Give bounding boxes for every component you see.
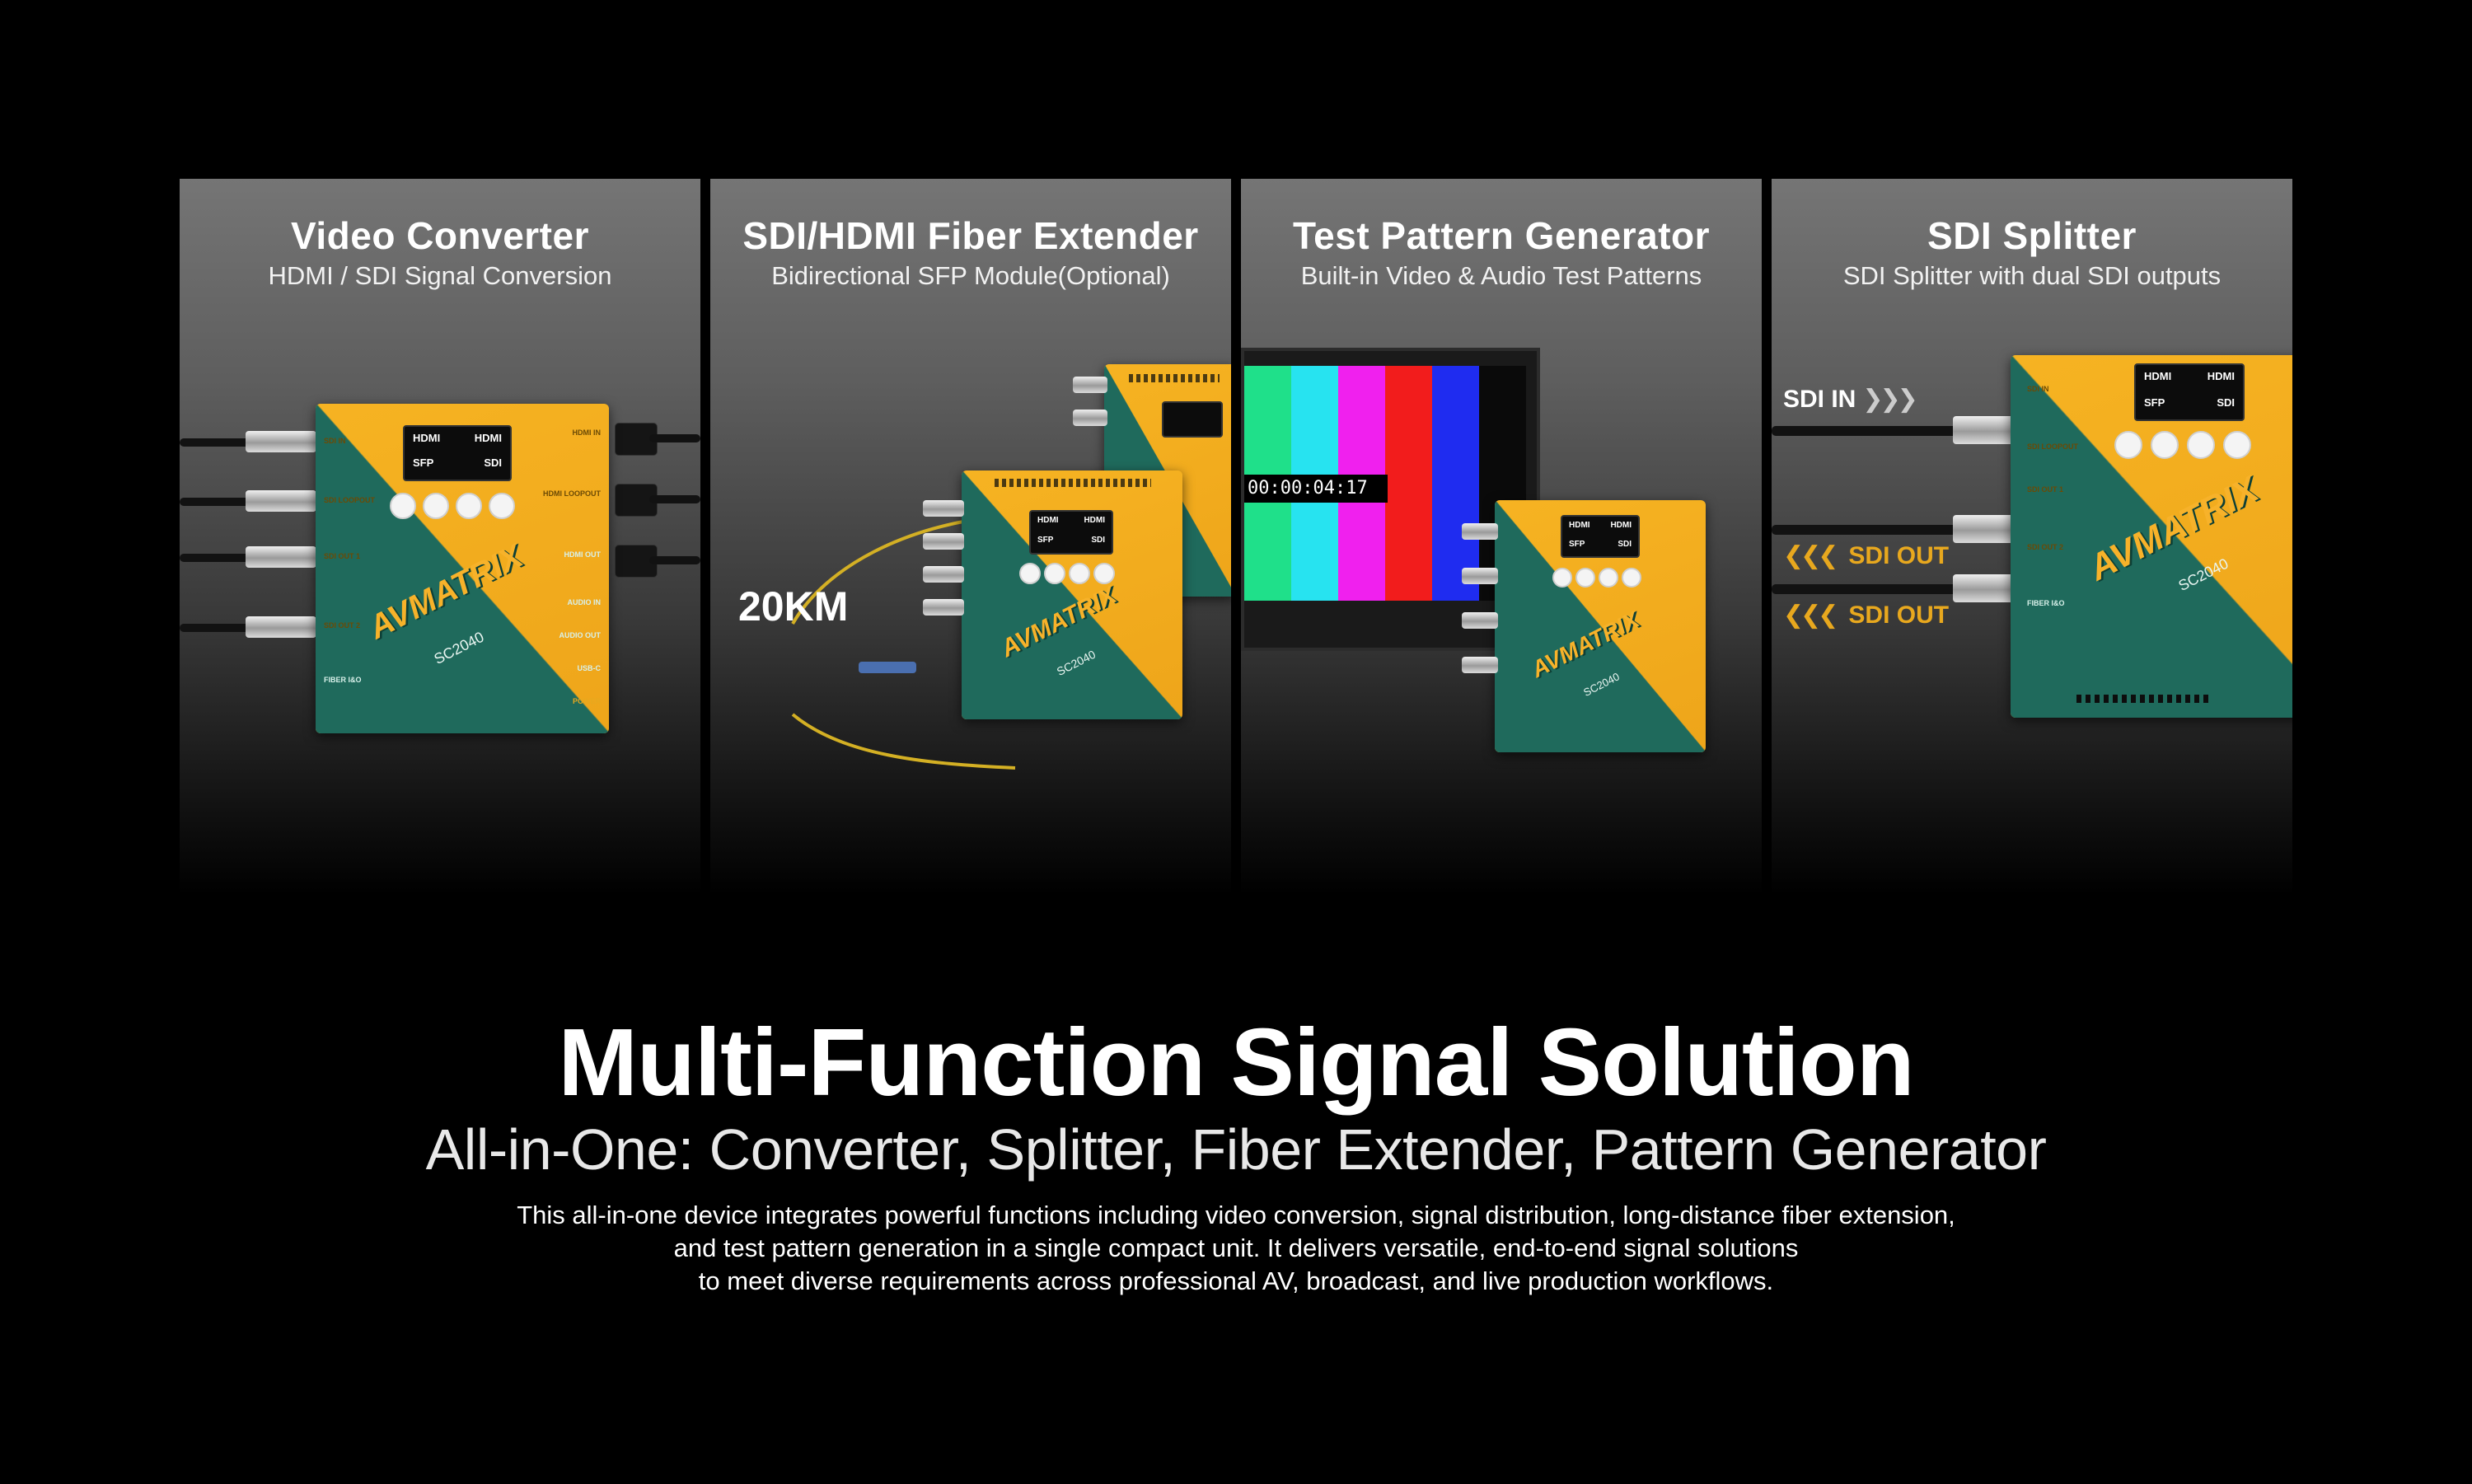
bnc-connector — [923, 533, 964, 550]
subheadline: All-in-One: Converter, Splitter, Fiber E… — [425, 1117, 2047, 1182]
sdi-cable — [180, 438, 262, 447]
arrow-right-icon: ❯❯❯ — [1862, 386, 1917, 413]
sdi-out-label: ❮❮❮SDI OUT — [1783, 542, 1950, 569]
hdmi-cable — [649, 434, 700, 442]
panel-fiber-extender: SDI/HDMI Fiber Extender Bidirectional SF… — [710, 179, 1231, 896]
device-sc2040: HDMI HDMI SFP SDI AVMATRIX SC2040 — [962, 470, 1182, 719]
description-line: to meet diverse requirements across prof… — [698, 1266, 1774, 1295]
sdi-cable — [1772, 525, 2002, 535]
device-sc2040: HDMI HDMI SFP SDI SDI IN SDI LOOPOUT SDI… — [2011, 355, 2292, 718]
bnc-connector — [246, 616, 316, 638]
panel-sdi-splitter: SDI Splitter SDI Splitter with dual SDI … — [1772, 179, 2292, 896]
panel-title: SDI Splitter — [1927, 214, 2137, 257]
panel-video-converter: Video Converter HDMI / SDI Signal Conver… — [180, 179, 700, 896]
headline: Multi-Function Signal Solution — [558, 1009, 1914, 1116]
arrow-left-icon: ❮❮❮ — [1783, 542, 1838, 569]
panel-subtitle: SDI Splitter with dual SDI outputs — [1842, 261, 2222, 290]
up-button[interactable] — [1575, 568, 1595, 588]
down-button[interactable] — [1599, 568, 1618, 588]
panel-title: Test Pattern Generator — [1292, 214, 1711, 257]
device-sc2040: HDMI HDMI SFP SDI AVMATRIX SC2040 — [1495, 500, 1706, 752]
device-screen: HDMI HDMI SFP SDI — [1029, 510, 1113, 555]
sdi-cable — [1772, 584, 2002, 594]
bnc-connector — [923, 500, 964, 517]
sdi-in-label: SDI IN❯❯❯ — [1783, 386, 1918, 413]
bnc-connector — [1462, 612, 1498, 629]
distance-label: 20KM — [738, 583, 849, 630]
device-screen: HDMI HDMI SFP SDI — [1561, 515, 1640, 558]
device-screen: HDMI HDMI SFP SDI — [403, 425, 512, 481]
sdi-cable — [180, 624, 262, 632]
sdi-out-label: ❮❮❮SDI OUT — [1783, 602, 1950, 629]
panel-subtitle: Bidirectional SFP Module(Optional) — [771, 261, 1170, 290]
lock-button[interactable] — [1093, 563, 1115, 584]
bnc-connector — [1073, 410, 1107, 426]
sdi-cable — [180, 498, 262, 506]
hdmi-cable — [649, 556, 700, 564]
bnc-connector — [1462, 568, 1498, 584]
panel-title: Video Converter — [291, 214, 589, 257]
monitor: 00:00:04:17 — [1241, 348, 1540, 651]
menu-button[interactable] — [1552, 568, 1572, 588]
down-button[interactable] — [2187, 431, 2215, 459]
arrow-left-icon: ❮❮❮ — [1783, 602, 1838, 629]
sdi-cable — [1772, 426, 2002, 436]
up-button[interactable] — [1044, 563, 1065, 584]
timecode: 00:00:04:17 — [1244, 475, 1388, 503]
menu-button[interactable] — [1019, 563, 1041, 584]
color-bar — [1385, 366, 1432, 601]
bnc-connector — [1462, 523, 1498, 540]
bnc-connector — [246, 490, 316, 512]
device-sc2040: HDMI HDMI SFP SDI SDI IN SDI LOOPOUT SDI… — [316, 404, 609, 733]
bnc-connector — [923, 599, 964, 616]
sfp-module — [859, 662, 916, 673]
device-screen: HDMI HDMI SFP SDI — [2134, 363, 2245, 421]
down-button[interactable] — [1069, 563, 1090, 584]
lock-button[interactable] — [2223, 431, 2251, 459]
panel-subtitle: Built-in Video & Audio Test Patterns — [1300, 261, 1702, 290]
menu-button[interactable] — [2114, 431, 2142, 459]
panel-subtitle: HDMI / SDI Signal Conversion — [268, 261, 612, 290]
sdi-cable — [180, 554, 262, 562]
bnc-connector — [923, 566, 964, 583]
up-button[interactable] — [2151, 431, 2179, 459]
color-bar — [1432, 366, 1479, 601]
panel-title: SDI/HDMI Fiber Extender — [742, 214, 1199, 257]
panel-test-pattern: Test Pattern Generator Built-in Video & … — [1241, 179, 1762, 896]
description-line: This all-in-one device integrates powerf… — [517, 1201, 1955, 1229]
description-line: and test pattern generation in a single … — [673, 1234, 1799, 1262]
bnc-connector — [246, 431, 316, 452]
menu-button[interactable] — [390, 493, 416, 519]
bnc-connector — [246, 546, 316, 568]
lock-button[interactable] — [1622, 568, 1641, 588]
up-button[interactable] — [423, 493, 449, 519]
hdmi-cable — [649, 495, 700, 503]
bnc-connector — [1462, 657, 1498, 673]
bnc-connector — [1073, 377, 1107, 393]
lock-button[interactable] — [489, 493, 515, 519]
down-button[interactable] — [456, 493, 482, 519]
